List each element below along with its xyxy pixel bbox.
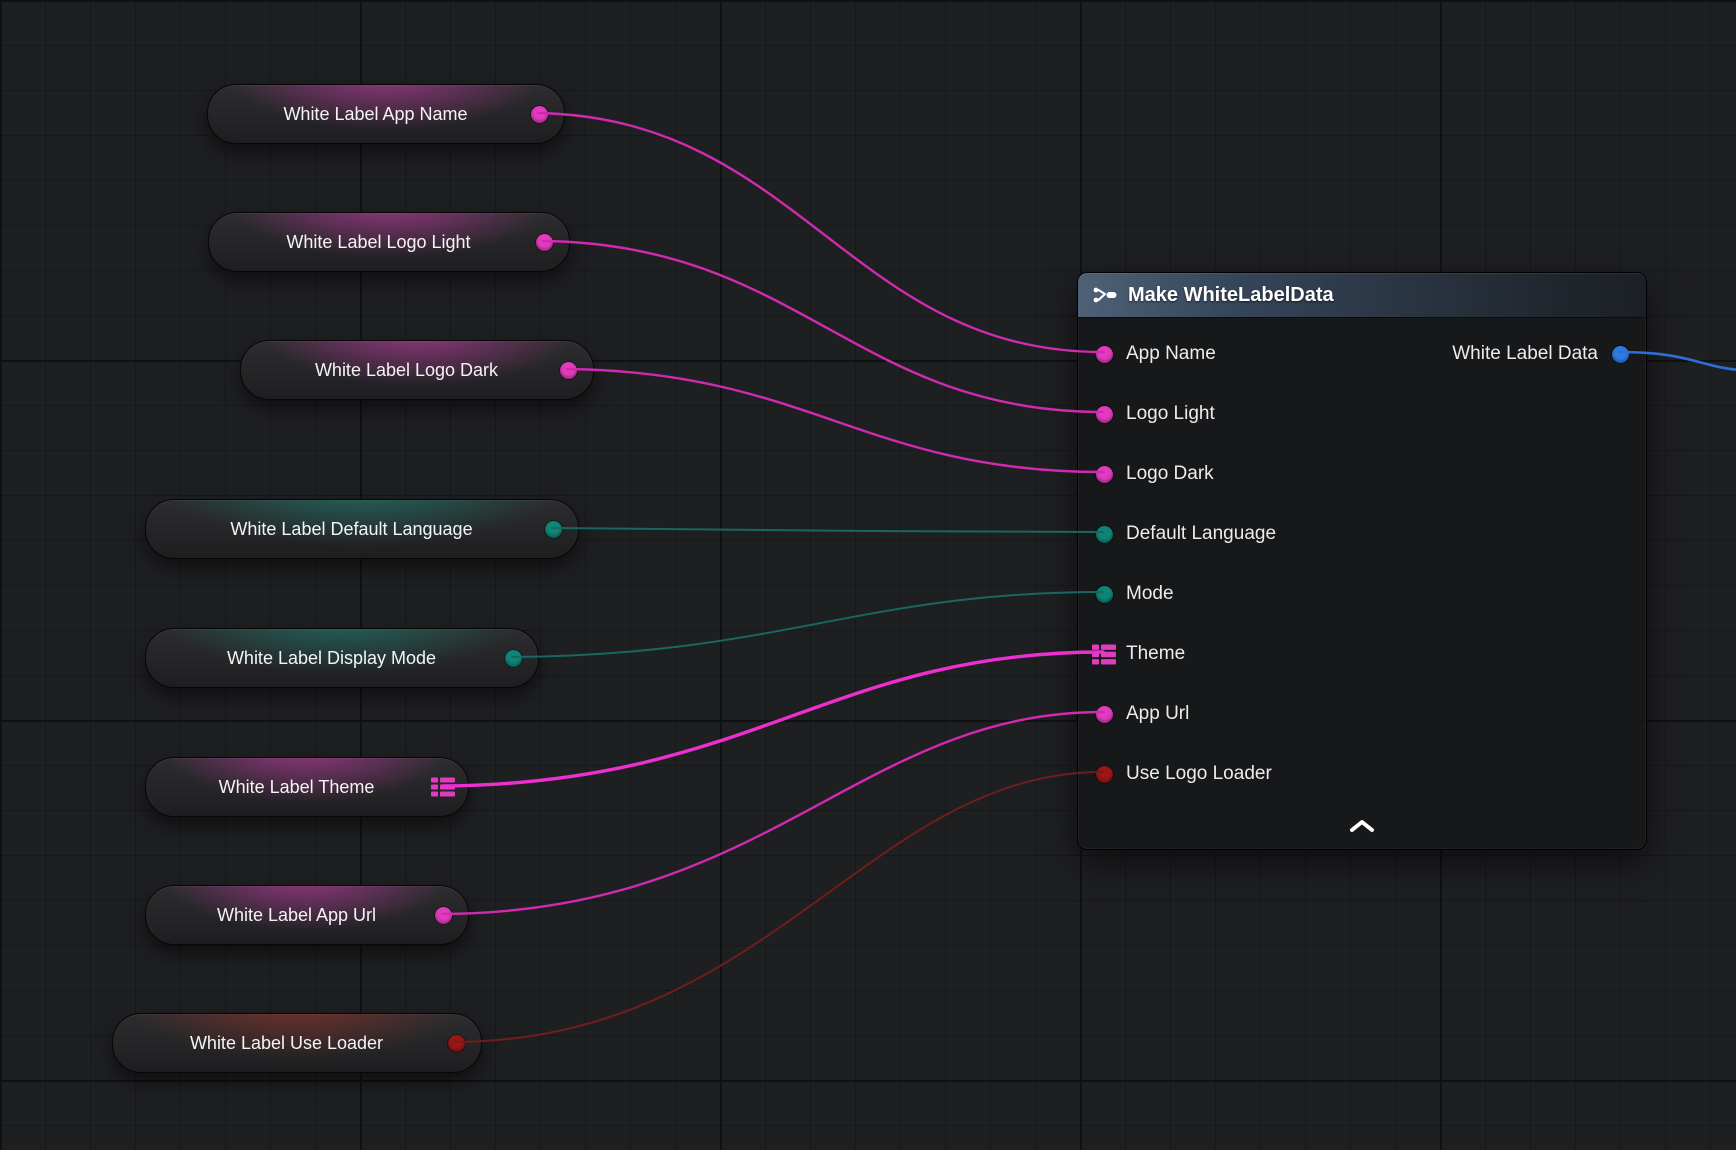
wire-display-mode[interactable] — [512, 592, 1103, 657]
pin-label: App Url — [1126, 703, 1189, 725]
string-pin[interactable] — [1092, 702, 1116, 726]
getter-label: White Label App Name — [208, 104, 527, 125]
string-pin-dot — [1096, 406, 1113, 423]
pin-label: Use Logo Loader — [1126, 763, 1272, 785]
pin-label: Default Language — [1126, 523, 1276, 545]
string-pin-dot — [1096, 466, 1113, 483]
theme-struct-pin-icon — [1092, 644, 1116, 665]
getter-label: White Label Display Mode — [146, 648, 501, 669]
output-row-white-label-data: White Label Data — [1452, 324, 1632, 384]
input-row-use-logo-loader: Use Logo Loader — [1078, 744, 1646, 804]
struct-pin[interactable] — [1092, 642, 1116, 666]
output-pin-dot — [1612, 346, 1629, 363]
string-pin[interactable] — [1092, 402, 1116, 426]
wire-use-loader[interactable] — [455, 772, 1103, 1042]
pin-label: White Label Data — [1452, 343, 1598, 365]
wire-default-language[interactable] — [552, 528, 1103, 532]
string-pin-dot — [1096, 346, 1113, 363]
wire-logo-light[interactable] — [543, 241, 1103, 412]
getter-label: White Label App Url — [146, 905, 431, 926]
getter-label: White Label Theme — [146, 777, 431, 798]
make-node-body: App Name Logo Light Logo Dark Default La… — [1078, 318, 1646, 848]
string-pin-dot — [1096, 706, 1113, 723]
output-struct-pin[interactable] — [1608, 342, 1632, 366]
string-pin[interactable] — [1092, 342, 1116, 366]
bool-pin-dot — [448, 1035, 465, 1052]
enum-pin[interactable] — [1092, 582, 1116, 606]
pin-label: App Name — [1126, 343, 1216, 365]
wire-app-name[interactable] — [538, 113, 1103, 352]
node-get-white-label-app-name[interactable]: White Label App Name — [207, 84, 565, 144]
make-node-header[interactable]: Make WhiteLabelData — [1078, 273, 1646, 318]
input-row-app-url: App Url — [1078, 684, 1646, 744]
enum-pin-dot — [1096, 586, 1113, 603]
node-get-white-label-default-language[interactable]: White Label Default Language — [145, 499, 579, 559]
node-get-white-label-logo-light[interactable]: White Label Logo Light — [208, 212, 570, 272]
wire-logo-dark[interactable] — [567, 369, 1103, 472]
pin-label: Logo Light — [1126, 403, 1215, 425]
node-get-white-label-theme[interactable]: White Label Theme — [145, 757, 469, 817]
collapse-chevron-icon[interactable] — [1078, 804, 1646, 848]
bool-pin-dot — [1096, 766, 1113, 783]
pin-label: Theme — [1126, 643, 1185, 665]
input-row-default-language: Default Language — [1078, 504, 1646, 564]
enum-pin[interactable] — [501, 646, 525, 670]
node-make-whitelabeldata[interactable]: Make WhiteLabelData App Name Logo Light … — [1077, 272, 1647, 850]
string-pin[interactable] — [1092, 462, 1116, 486]
input-row-logo-light: Logo Light — [1078, 384, 1646, 444]
node-get-white-label-display-mode[interactable]: White Label Display Mode — [145, 628, 539, 688]
input-row-logo-dark: Logo Dark — [1078, 444, 1646, 504]
getter-label: White Label Logo Dark — [241, 360, 556, 381]
input-row-mode: Mode — [1078, 564, 1646, 624]
wire-app-url[interactable] — [442, 712, 1103, 914]
bool-pin[interactable] — [444, 1031, 468, 1055]
pin-label: Mode — [1126, 583, 1174, 605]
node-title: Make WhiteLabelData — [1128, 284, 1334, 307]
node-get-white-label-logo-dark[interactable]: White Label Logo Dark — [240, 340, 594, 400]
make-struct-icon — [1092, 285, 1118, 305]
pin-label: Logo Dark — [1126, 463, 1214, 485]
enum-pin-dot — [1096, 526, 1113, 543]
enum-pin-dot — [505, 650, 522, 667]
enum-pin[interactable] — [1092, 522, 1116, 546]
node-get-white-label-app-url[interactable]: White Label App Url — [145, 885, 469, 945]
wire-theme[interactable] — [442, 652, 1103, 786]
getter-label: White Label Use Loader — [113, 1033, 444, 1054]
getter-label: White Label Default Language — [146, 519, 541, 540]
node-get-white-label-use-loader[interactable]: White Label Use Loader — [112, 1013, 482, 1073]
bool-pin[interactable] — [1092, 762, 1116, 786]
getter-label: White Label Logo Light — [209, 232, 532, 253]
input-row-theme: Theme — [1078, 624, 1646, 684]
